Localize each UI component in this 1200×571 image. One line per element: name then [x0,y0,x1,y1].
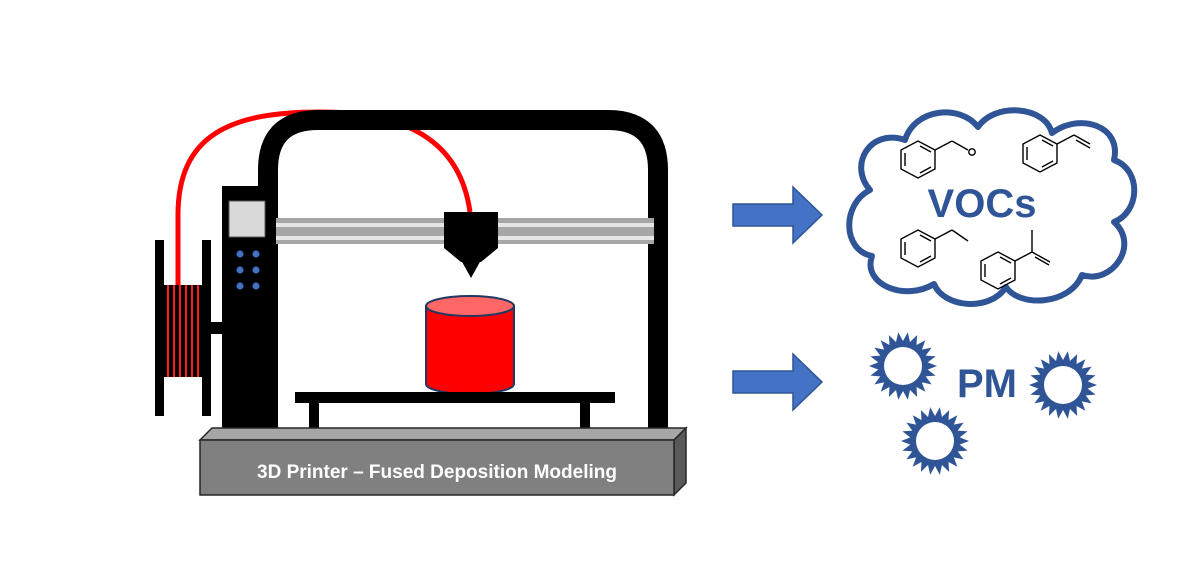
methylstyrene-molecule-icon [980,230,1051,290]
filament-line [175,109,473,285]
ethylbenzene-molecule-icon [900,229,969,268]
print-bed [295,392,615,437]
control-tower [222,186,276,438]
styrene-molecule-icon [1022,134,1091,173]
printer-base-label: 3D Printer – Fused Deposition Modeling [257,462,617,483]
particle-1-center [884,347,922,385]
extruder-nozzle [444,212,498,278]
pm-label: PM [957,362,1017,406]
particulate-matter: PM [869,332,1097,475]
spool-flange-left [155,240,164,416]
arrow-to-vocs [732,185,824,245]
particle-2-center [1044,366,1082,404]
printer-base: 3D Printer – Fused Deposition Modeling [198,426,688,497]
printed-object [425,295,515,395]
spool-axle [211,322,225,334]
display-screen [228,200,266,238]
spool-flange-right [202,240,211,416]
particle-3-center [916,422,954,460]
spool-filament-windings [167,285,199,377]
benzaldehyde-molecule-icon [900,140,976,179]
arrow-to-pm [732,352,824,412]
printer: 3D Printer – Fused Deposition Modeling [155,109,688,497]
voc-cloud: VOCs [846,107,1138,307]
control-buttons [236,250,260,290]
vocs-label: VOCs [928,182,1037,226]
filament-spool [155,240,225,416]
gantry-frame [258,110,668,437]
